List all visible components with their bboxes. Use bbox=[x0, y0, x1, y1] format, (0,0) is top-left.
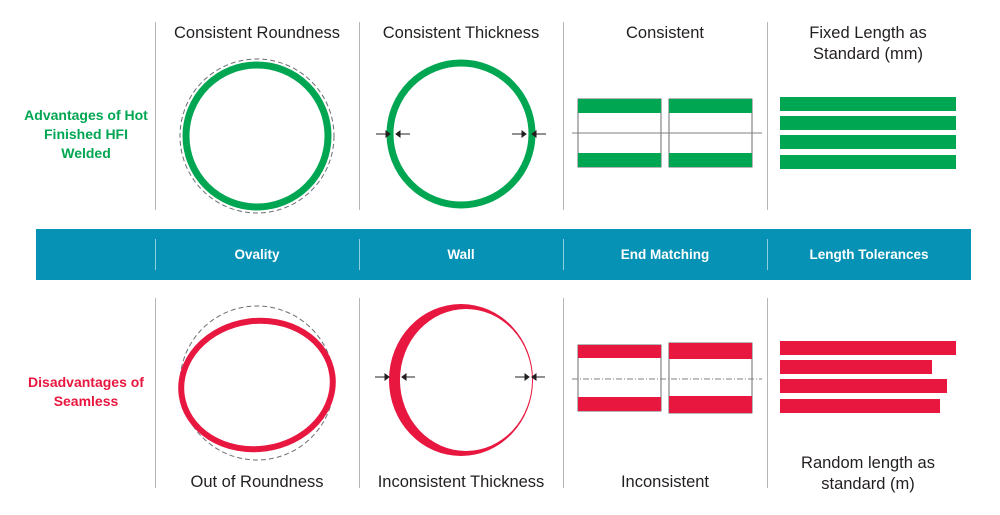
fixed-length-bars-icon bbox=[780, 97, 956, 169]
matched-ends-icon bbox=[572, 98, 762, 168]
oval-pipe-icon bbox=[178, 305, 336, 461]
category-label-ovality: Ovality bbox=[234, 247, 280, 262]
pipe-wall bbox=[389, 304, 533, 456]
band-divider bbox=[563, 239, 564, 270]
column-divider bbox=[359, 22, 360, 210]
random-length-bars-icon bbox=[780, 341, 956, 413]
category-band: Ovality Wall End Matching Length Toleran… bbox=[36, 229, 971, 280]
category-label-end-matching: End Matching bbox=[620, 247, 710, 262]
category-label-length-tolerances: Length Tolerances bbox=[809, 247, 929, 262]
column-divider bbox=[155, 22, 156, 210]
uneven-wall-icon bbox=[375, 304, 545, 456]
wall-disadvantage-caption: Inconsistent Thickness bbox=[377, 473, 545, 491]
end-matching-disadvantage-caption: Inconsistent bbox=[620, 473, 710, 491]
disadvantages-row-label: Disadvantages of Seamless bbox=[28, 374, 144, 409]
round-pipe-icon bbox=[179, 58, 335, 214]
band-divider bbox=[155, 239, 156, 270]
column-divider bbox=[359, 298, 360, 488]
column-divider bbox=[563, 22, 564, 210]
pipe-wall bbox=[182, 61, 332, 211]
category-label-wall: Wall bbox=[447, 247, 475, 262]
ovality-disadvantage-caption: Out of Roundness bbox=[190, 473, 324, 491]
mismatched-ends-icon bbox=[572, 342, 762, 414]
length-advantage-caption: Fixed Length as Standard (mm) bbox=[809, 24, 927, 63]
band-divider bbox=[359, 239, 360, 270]
pipe-wall bbox=[386, 59, 536, 209]
thickness-arrows bbox=[376, 130, 546, 138]
thickness-arrows bbox=[375, 373, 545, 381]
nominal-outline bbox=[179, 58, 335, 214]
column-divider bbox=[155, 298, 156, 488]
end-matching-advantage-caption: Consistent bbox=[626, 24, 704, 42]
column-divider bbox=[767, 298, 768, 488]
ovality-advantage-caption: Consistent Roundness bbox=[173, 24, 340, 42]
column-divider bbox=[767, 22, 768, 210]
wall-advantage-caption: Consistent Thickness bbox=[382, 24, 540, 42]
column-divider bbox=[563, 298, 564, 488]
nominal-outline bbox=[179, 305, 335, 461]
band-divider bbox=[767, 239, 768, 270]
advantages-row-label: Advantages of Hot Finished HFI Welded bbox=[24, 107, 148, 161]
uniform-wall-icon bbox=[376, 59, 546, 209]
length-disadvantage-caption: Random length as standard (m) bbox=[801, 454, 935, 493]
pipe-wall bbox=[178, 317, 336, 453]
